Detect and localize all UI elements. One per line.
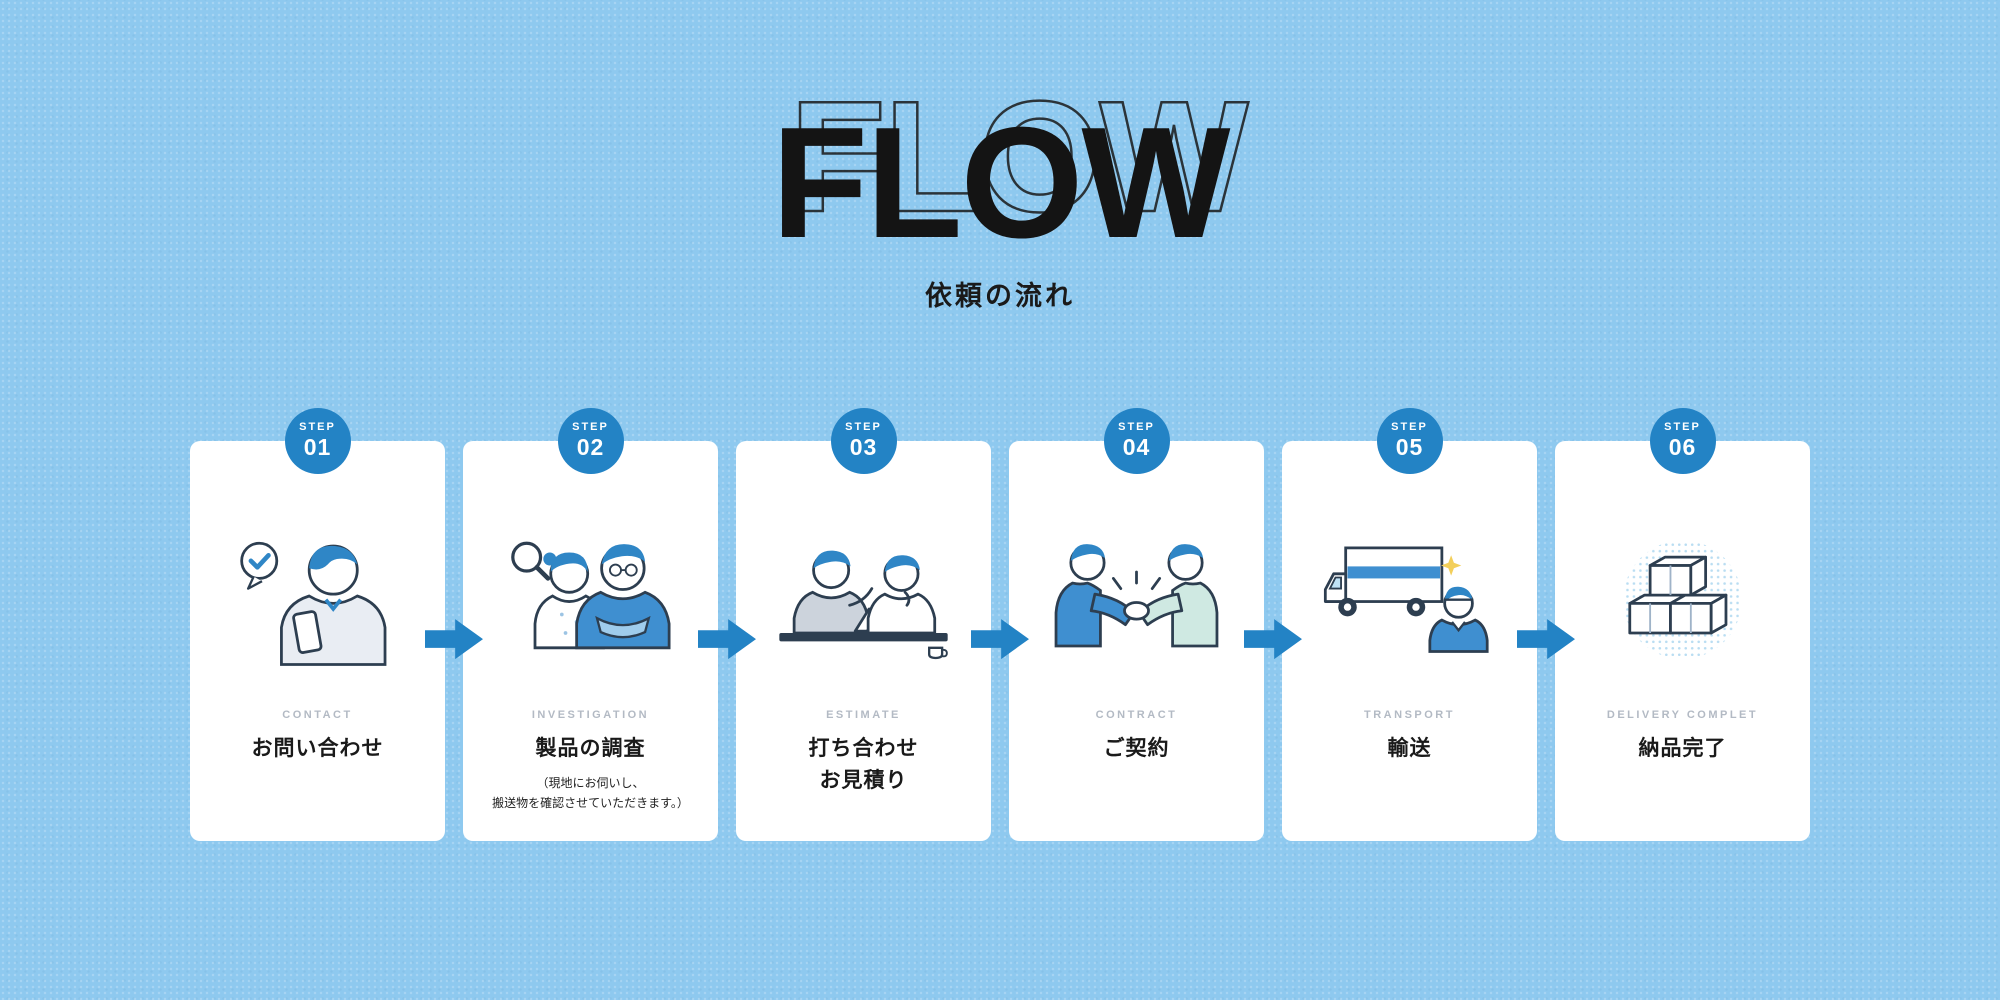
page-subtitle: 依頼の流れ <box>925 281 1075 312</box>
step-badge: STEP 03 <box>830 408 897 475</box>
step-title-ja: お問い合わせ <box>251 736 384 761</box>
flow-header: FLOW FLOW 依頼の流れ <box>0 0 2000 313</box>
step-caption-en: CONTACT <box>282 709 353 722</box>
step-badge-label: STEP <box>572 421 609 434</box>
truck-driver-icon <box>1323 546 1489 653</box>
step-badge-number: 03 <box>849 434 878 461</box>
step-caption-en: DELIVERY COMPLET <box>1606 709 1759 722</box>
step-badge: STEP 06 <box>1649 408 1716 475</box>
step-badge: STEP 04 <box>1103 408 1170 475</box>
step-badge-number: 05 <box>1395 434 1424 461</box>
step-caption-en: ESTIMATE <box>826 709 901 722</box>
step-badge: STEP 02 <box>557 408 624 475</box>
step-badge-label: STEP <box>299 421 336 434</box>
page-title: FLOW FLOW <box>771 77 1249 262</box>
step-title-ja: 輸送 <box>1387 736 1432 761</box>
page-title-text: FLOW <box>771 95 1230 271</box>
step-card-transport: STEP 05 TRANSPO <box>1282 408 1537 842</box>
step-title-ja: 納品完了 <box>1638 736 1727 761</box>
step-badge-label: STEP <box>1664 421 1701 434</box>
handshake-illustration <box>1009 501 1264 691</box>
meeting-table-icon <box>779 550 948 660</box>
step-badge-label: STEP <box>1391 421 1428 434</box>
step-card-investigation: STEP 02 <box>463 408 718 842</box>
flow-steps-row: STEP 01 CONTACT お問い合わせ <box>0 408 2000 842</box>
step-title-ja: 打ち合わせ お見積り <box>808 736 919 792</box>
step-caption-en: INVESTIGATION <box>531 709 650 722</box>
stacked-boxes-icon <box>1623 540 1742 659</box>
step-title-ja: ご契約 <box>1103 736 1170 761</box>
step-badge-label: STEP <box>1118 421 1155 434</box>
step-card-delivery: STEP 06 <box>1555 408 1810 842</box>
step-badge: STEP 01 <box>284 408 351 475</box>
handshake-icon <box>1054 544 1219 648</box>
stacked-boxes-illustration <box>1555 501 1810 691</box>
step-card-estimate: STEP 03 ESTIMAT <box>736 408 991 842</box>
step-badge: STEP 05 <box>1376 408 1443 475</box>
step-card-contact: STEP 01 CONTACT お問い合わせ <box>190 408 445 842</box>
step-badge-number: 01 <box>303 434 332 461</box>
truck-driver-illustration <box>1282 501 1537 691</box>
step-card-contract: STEP 04 <box>1009 408 1264 842</box>
step-badge-number: 02 <box>576 434 605 461</box>
meeting-table-illustration <box>736 501 991 691</box>
magnifier-people-icon <box>511 541 671 650</box>
person-phone-icon <box>240 541 387 666</box>
person-phone-illustration <box>190 501 445 691</box>
magnifier-people-illustration <box>463 501 718 691</box>
step-badge-label: STEP <box>845 421 882 434</box>
step-caption-en: TRANSPORT <box>1364 709 1455 722</box>
step-caption-en: CONTRACT <box>1095 709 1178 722</box>
step-note: （現地にお伺いし、 搬送物を確認させていただきます。） <box>492 775 689 810</box>
step-badge-number: 06 <box>1668 434 1697 461</box>
step-badge-number: 04 <box>1122 434 1151 461</box>
step-title-ja: 製品の調査 <box>535 736 646 761</box>
